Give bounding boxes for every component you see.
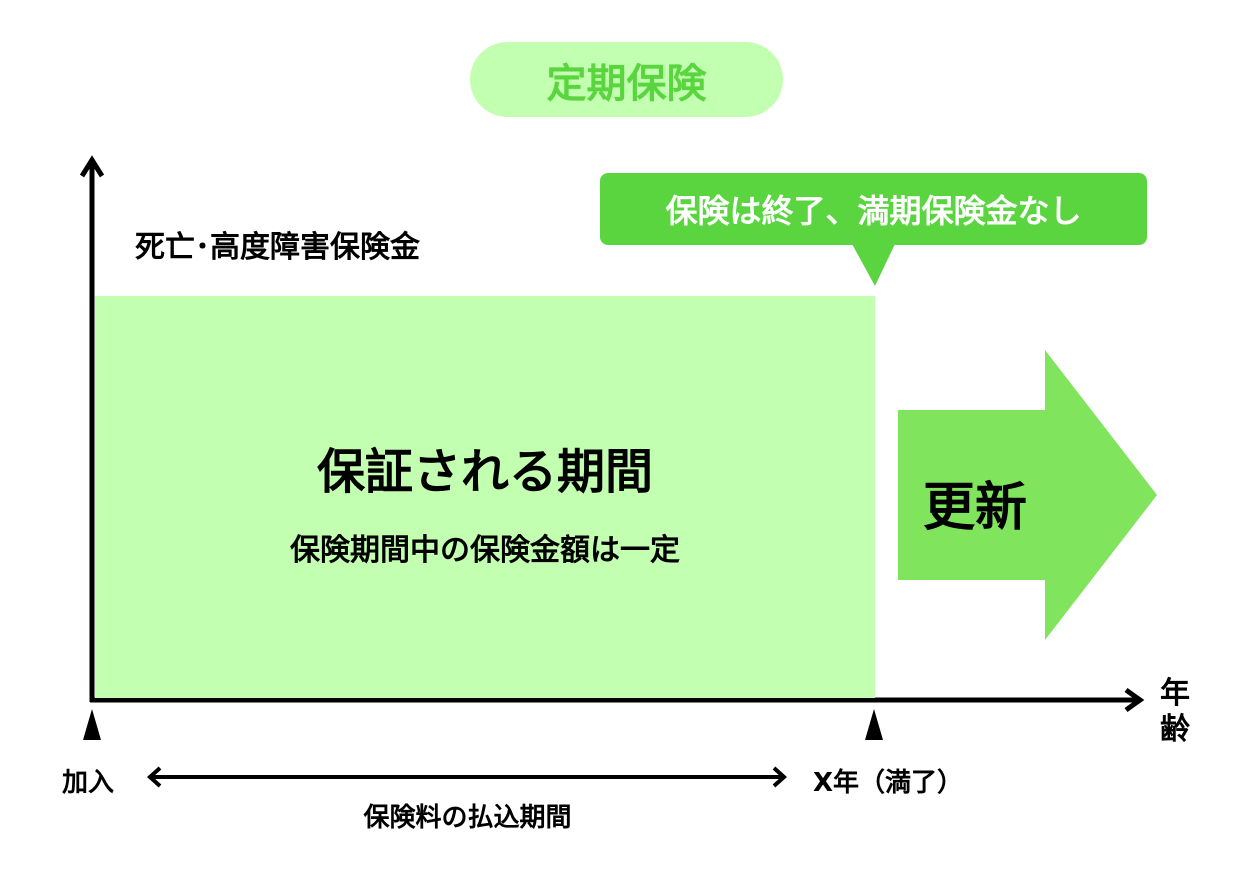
end-label: X年（満了） [813, 768, 964, 798]
callout-tail [852, 244, 895, 286]
end-marker-icon [865, 709, 883, 740]
y-axis-label: 死亡･高度障害保険金 [135, 230, 420, 265]
renewal-label: 更新 [922, 478, 1027, 538]
renewal-arrow [898, 350, 1157, 640]
payment-arrow-right-head [772, 766, 787, 788]
start-label: 加入 [62, 768, 115, 798]
payment-period-label: 保険料の払込期間 [363, 803, 572, 833]
y-axis-arrowhead [79, 155, 105, 178]
start-marker-icon [83, 709, 101, 740]
coverage-title: 保証される期間 [316, 444, 653, 500]
x-axis-arrowhead [1124, 687, 1145, 713]
title-badge: 定期保険 [470, 42, 783, 117]
expiry-callout: 保険は終了、満期保険金なし [600, 173, 1147, 245]
coverage-area [95, 296, 875, 698]
payment-arrow-left-head [147, 766, 162, 788]
coverage-subtitle: 保険期間中の保険金額は一定 [290, 533, 680, 568]
x-axis-label: 年齢 [1160, 676, 1190, 747]
